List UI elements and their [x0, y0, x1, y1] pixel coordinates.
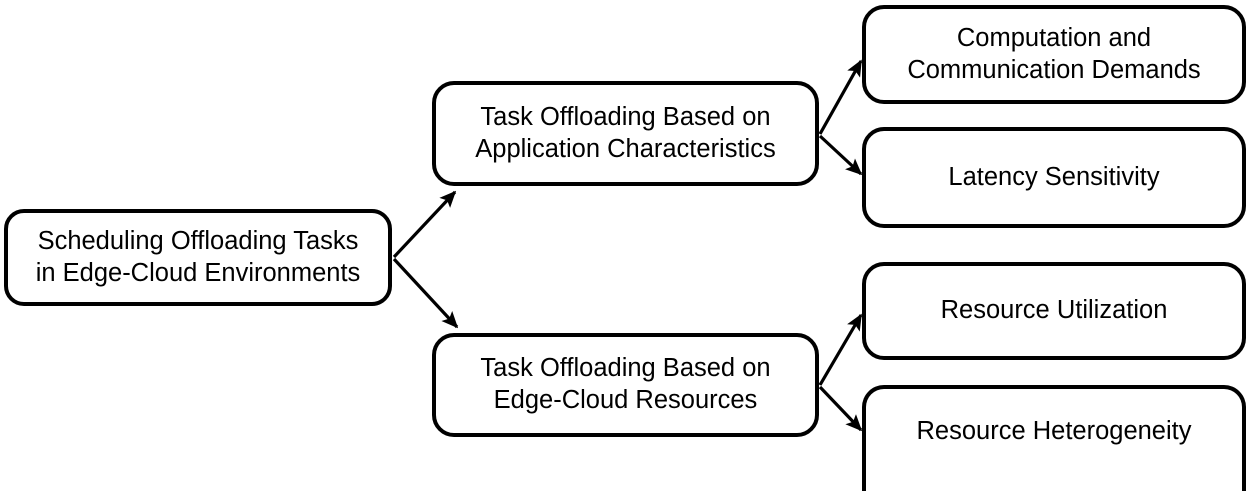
node-label: Latency Sensitivity	[948, 162, 1160, 191]
node-resource-heterogeneity[interactable]: Resource Heterogeneity	[862, 385, 1246, 491]
edge-root-to-edge-cloud-resources	[392, 257, 459, 329]
edge-edge-cloud-resources-to-resource-utilization	[818, 313, 863, 386]
node-label: Resource Heterogeneity	[916, 417, 1192, 446]
edge-root-to-application-characteristics	[392, 190, 457, 259]
node-label: Resource Utilization	[940, 296, 1168, 325]
edge-edge-cloud-resources-to-resource-heterogeneity	[818, 385, 863, 432]
node-label: Computation and Communication Demands	[907, 23, 1201, 84]
node-task-offloading-edge-cloud-resources[interactable]: Task Offloading Based on Edge-Cloud Reso…	[432, 333, 819, 437]
edge-application-characteristics-to-computation-communication	[818, 59, 863, 135]
node-task-offloading-application-characteristics[interactable]: Task Offloading Based on Application Cha…	[432, 81, 819, 186]
node-label: Task Offloading Based on Edge-Cloud Reso…	[480, 354, 771, 414]
node-scheduling-offloading-tasks-root[interactable]: Scheduling Offloading Tasks in Edge-Clou…	[4, 209, 392, 306]
edge-application-characteristics-to-latency-sensitivity	[818, 134, 863, 176]
node-label: Task Offloading Based on Application Cha…	[475, 102, 776, 163]
node-resource-utilization[interactable]: Resource Utilization	[862, 262, 1246, 360]
node-latency-sensitivity[interactable]: Latency Sensitivity	[862, 127, 1246, 228]
node-computation-and-communication-demands[interactable]: Computation and Communication Demands	[862, 5, 1246, 104]
node-label: Scheduling Offloading Tasks in Edge-Clou…	[35, 226, 361, 287]
